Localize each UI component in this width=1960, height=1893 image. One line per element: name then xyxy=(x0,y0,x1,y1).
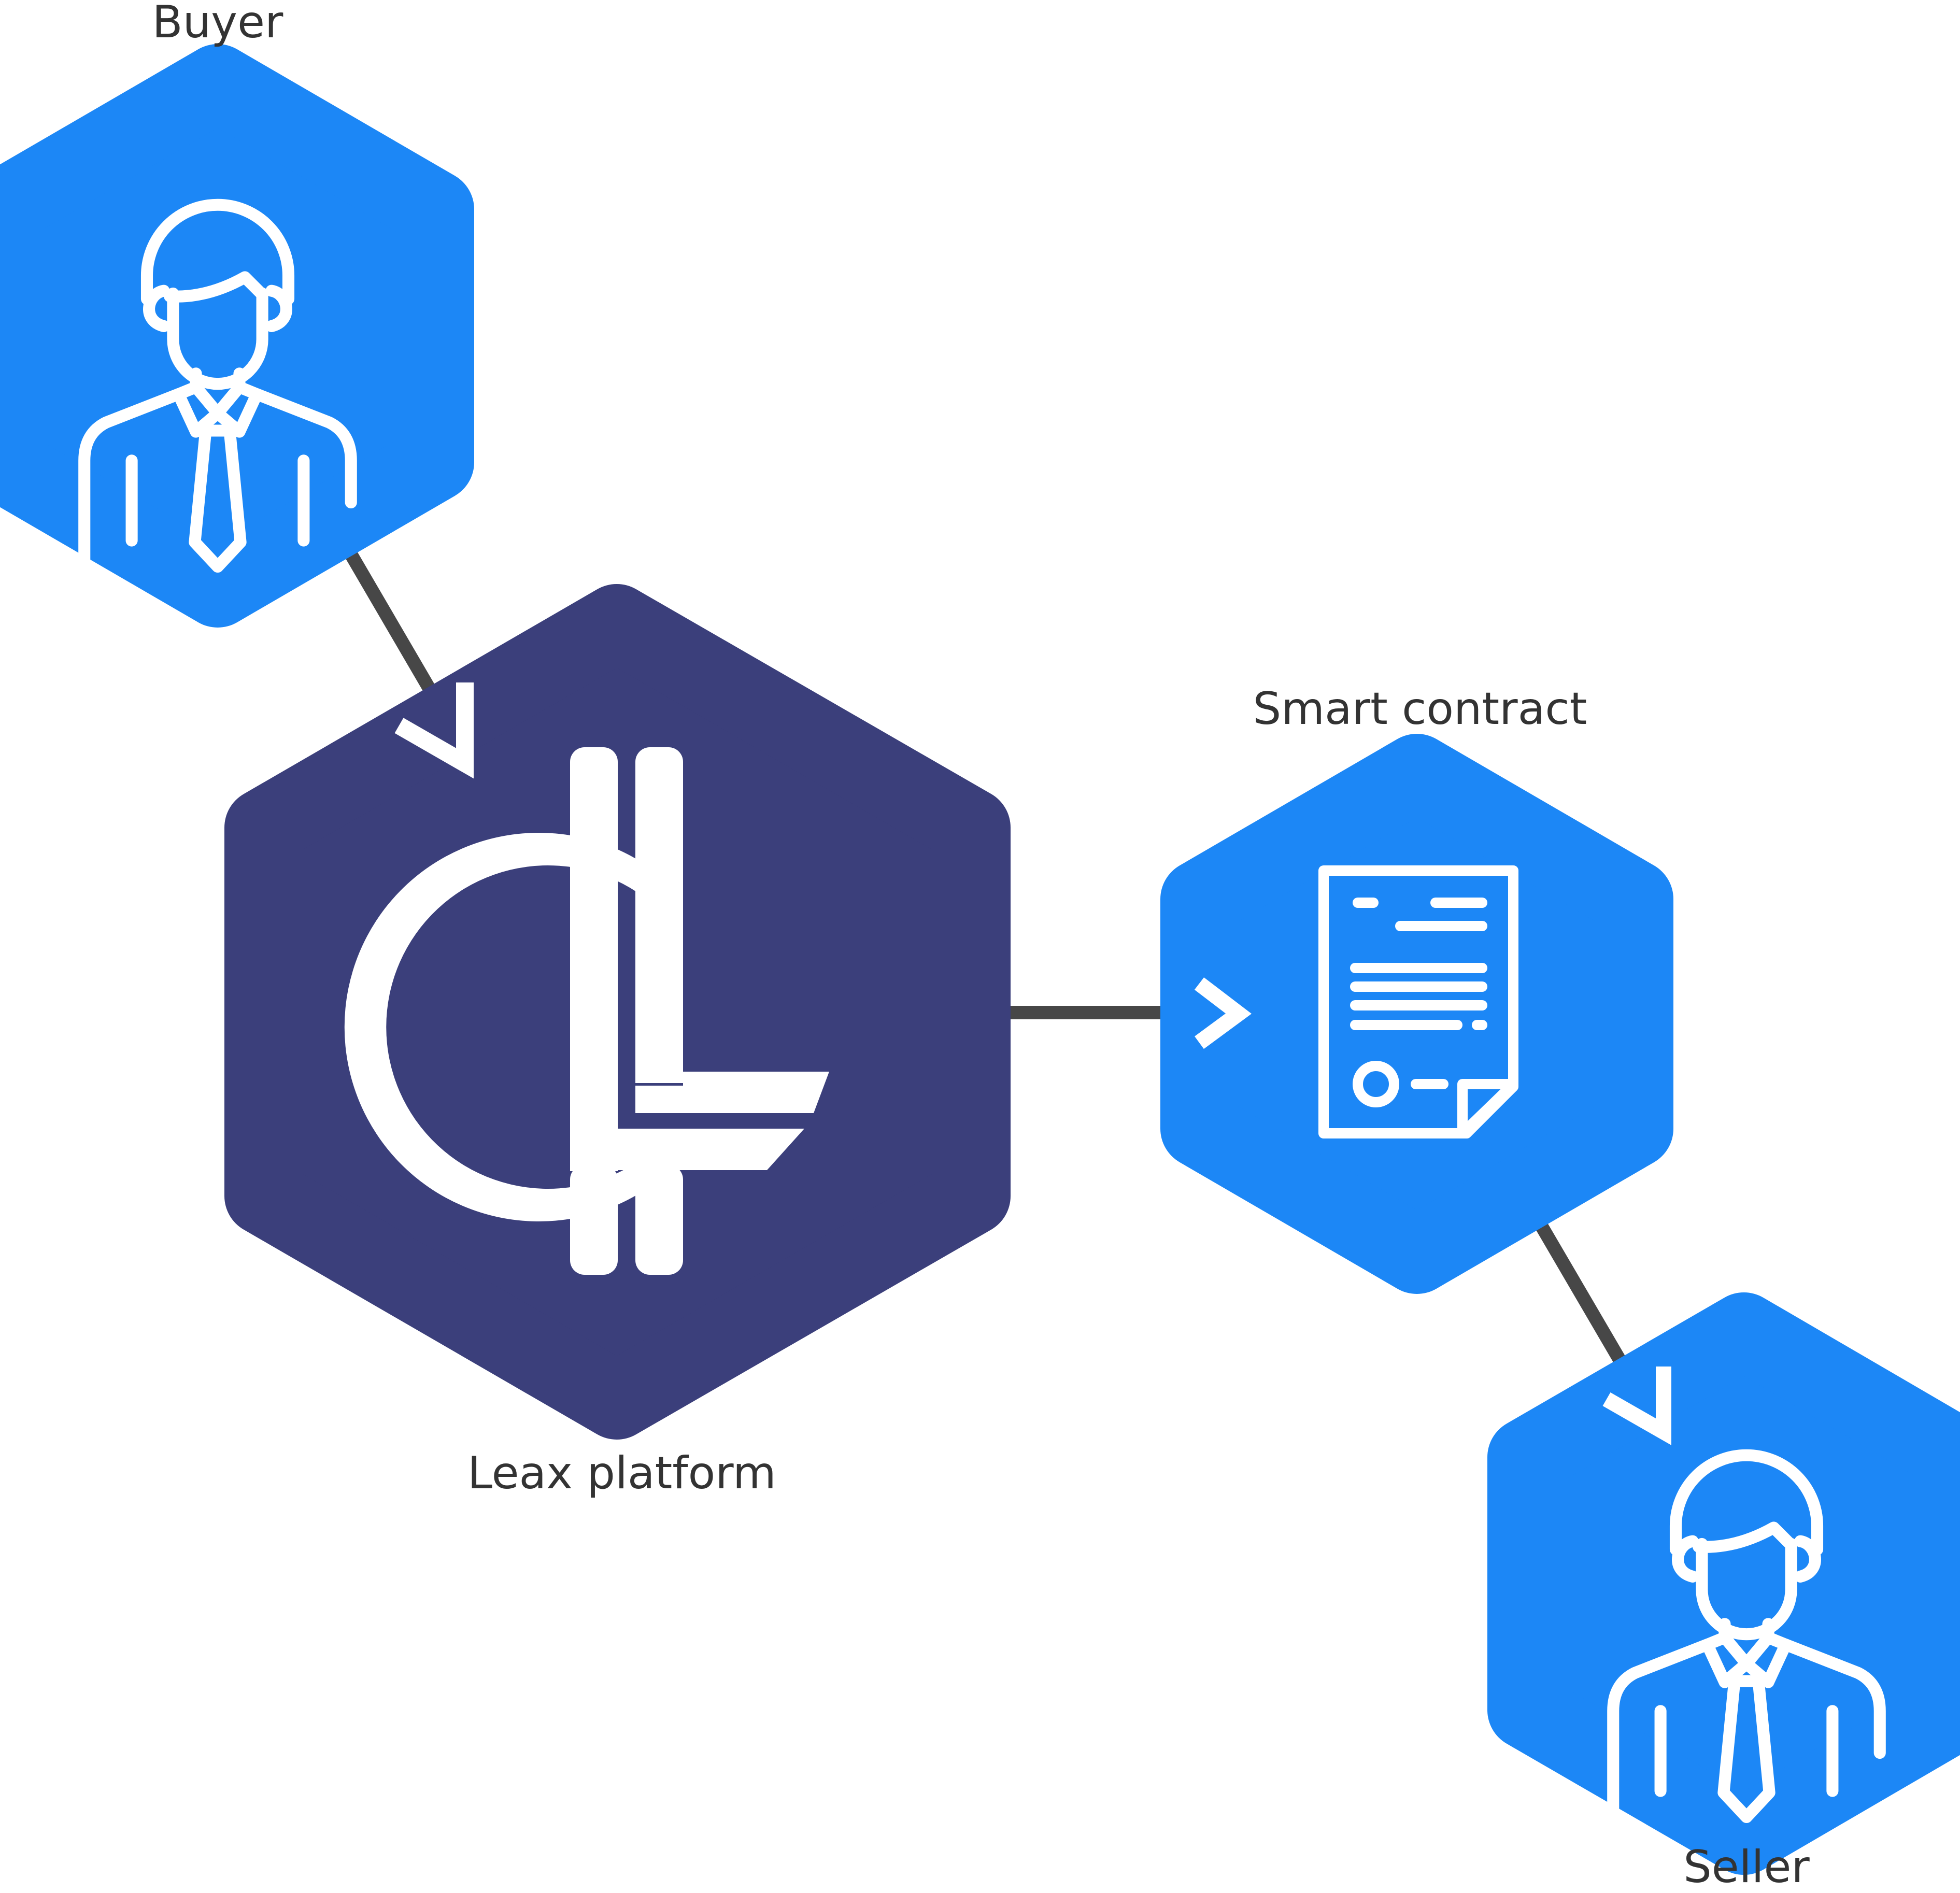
leax-platform-node xyxy=(224,584,1011,1440)
leax-platform-label: Leax platform xyxy=(467,1447,776,1499)
buyer-label: Buyer xyxy=(152,0,283,48)
smart-contract-node xyxy=(1160,734,1673,1294)
leax-logo xyxy=(344,747,829,1275)
arrowhead-leax-to-smart xyxy=(1194,977,1252,1049)
seller-node xyxy=(1487,1292,1960,1875)
arrowhead-smart-to-seller xyxy=(1602,1367,1671,1445)
buyer-node xyxy=(0,44,474,628)
contract-document-icon xyxy=(1318,865,1518,1138)
seller-label: Seller xyxy=(1683,1841,1810,1893)
smart-contract-label: Smart contract xyxy=(1253,683,1587,735)
arrowhead-buyer-to-leax xyxy=(394,682,474,779)
